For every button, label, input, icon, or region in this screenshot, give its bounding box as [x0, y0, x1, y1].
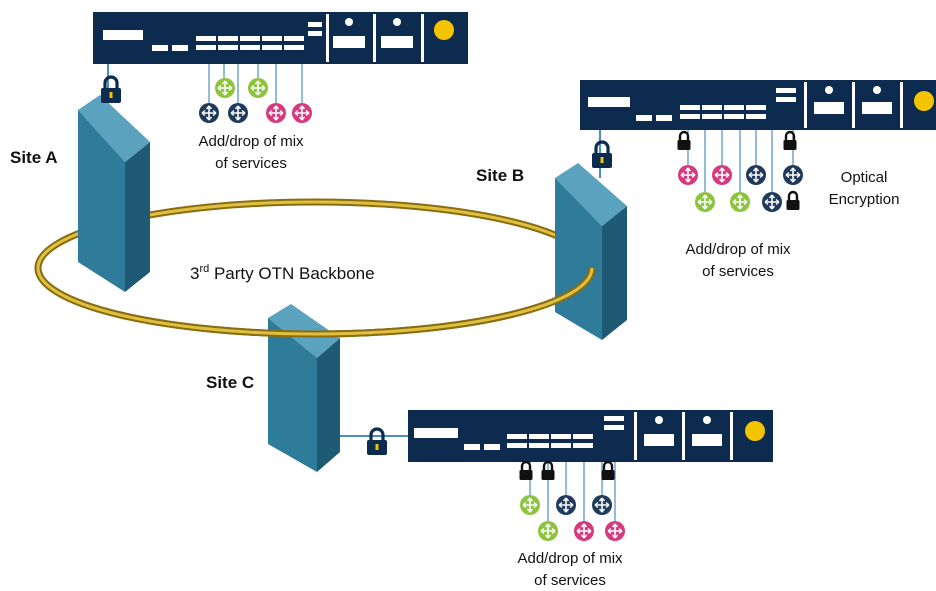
router-service-icon — [248, 78, 268, 98]
lock-icon — [785, 190, 801, 212]
router-service-icon — [292, 103, 312, 123]
site-b-service-links — [687, 130, 794, 192]
site-c-label: Site C — [206, 373, 254, 392]
site-a-tower — [78, 95, 150, 292]
status-led-icon — [434, 20, 454, 40]
site-c-caption-line1: Add/drop of mix — [517, 550, 623, 567]
site-a-services — [199, 78, 312, 123]
site-b-label: Site B — [476, 166, 524, 185]
site-a-caption-line1: Add/drop of mix — [198, 133, 304, 150]
status-led-icon — [914, 91, 934, 111]
router-service-icon — [592, 495, 612, 515]
router-service-icon — [730, 192, 750, 212]
site-a-service-links — [208, 64, 303, 104]
router-service-icon — [605, 521, 625, 541]
site-b-tower — [555, 163, 627, 340]
site-c-services — [518, 460, 625, 541]
encryption-caption-line1: Optical — [841, 169, 888, 186]
router-service-icon — [228, 103, 248, 123]
router-service-icon — [695, 192, 715, 212]
lock-icon — [676, 130, 692, 152]
router-service-icon — [712, 165, 732, 185]
encryption-caption-line2: Encryption — [829, 191, 900, 208]
status-led-icon — [745, 421, 765, 441]
router-service-icon — [520, 495, 540, 515]
site-c-caption-line2: of services — [534, 572, 606, 589]
router-service-icon — [538, 521, 558, 541]
router-service-icon — [266, 103, 286, 123]
site-b-caption-line1: Add/drop of mix — [685, 241, 791, 258]
site-c-tower — [268, 304, 340, 472]
site-a-label: Site A — [10, 148, 58, 167]
router-service-icon — [556, 495, 576, 515]
site-a-caption-line2: of services — [215, 155, 287, 172]
lock-icon — [518, 460, 534, 482]
site-b-services — [676, 130, 803, 212]
site-c-transport-device — [408, 410, 773, 462]
router-service-icon — [574, 521, 594, 541]
site-a-transport-device — [93, 12, 468, 64]
router-service-icon — [746, 165, 766, 185]
site-b-transport-device — [580, 80, 936, 130]
router-service-icon — [215, 78, 235, 98]
router-service-icon — [199, 103, 219, 123]
lock-icon — [782, 130, 798, 152]
lock-icon — [600, 460, 616, 482]
lock-icon — [99, 75, 123, 105]
lock-icon — [590, 140, 614, 170]
backbone-label: 3rd Party OTN Backbone — [190, 263, 375, 283]
site-b-caption-line2: of services — [702, 263, 774, 280]
router-service-icon — [783, 165, 803, 185]
router-service-icon — [762, 192, 782, 212]
lock-icon — [365, 427, 389, 457]
router-service-icon — [678, 165, 698, 185]
